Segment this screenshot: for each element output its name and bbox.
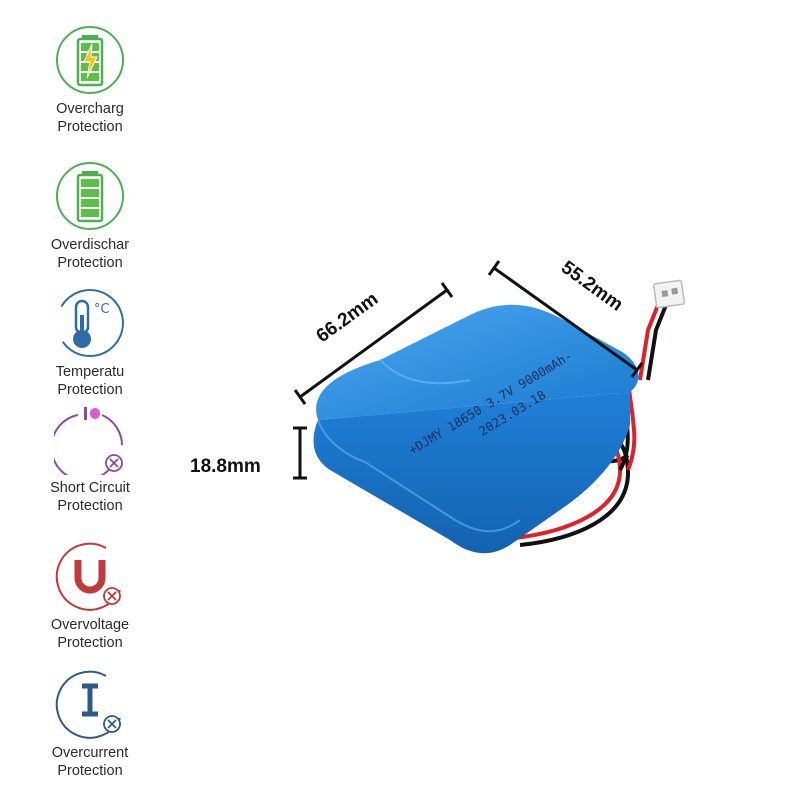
feature-overcharge: Overcharg Protection (30, 24, 150, 136)
battery-pack (313, 304, 639, 554)
height-label: 18.8mm (190, 456, 261, 477)
short-circuit-icon (54, 407, 123, 475)
feature-list: Overcharg Protection Overdischar Protect… (0, 0, 175, 800)
width-label: 55.2mm (557, 257, 627, 316)
temp-unit-label: °C (94, 302, 110, 317)
feature-short-circuit: Short Circuit Protection (30, 403, 150, 515)
length-label: 66.2mm (313, 288, 383, 347)
length-dimension (293, 282, 454, 405)
battery-wires (514, 299, 670, 547)
feature-label-line1: Overvoltage (50, 617, 130, 633)
feature-label-line2: Protection (57, 382, 123, 398)
connector-plug (652, 279, 686, 309)
feature-label-line1: Overcurrent (51, 745, 129, 761)
feature-label-line2: Protection (57, 255, 123, 271)
feature-overvoltage: Overvoltage Protection (30, 540, 150, 652)
feature-overcurrent: Overcurrent Protection (30, 668, 150, 780)
feature-label-line1: Overdischar (50, 237, 130, 253)
battery-bolt-icon (56, 26, 124, 94)
voltage-u-icon (55, 542, 121, 611)
battery-print-line2: 2023.03.18 (476, 387, 548, 439)
width-dimension (487, 260, 644, 378)
feature-temperature: °C Temperatu Protection (30, 287, 150, 399)
feature-label-line2: Protection (57, 498, 123, 514)
feature-label-line2: Protection (57, 119, 123, 135)
current-i-icon (55, 670, 121, 739)
feature-label-line2: Protection (57, 635, 123, 651)
battery-full-icon (56, 162, 124, 230)
feature-label-line2: Protection (57, 763, 123, 779)
feature-label-line1: Overcharg (56, 101, 124, 117)
feature-label-line1: Short Circuit (50, 480, 130, 496)
feature-label-line1: Temperatu (55, 364, 125, 380)
battery-print-line1: +DJMY 18650 3.7V 9000mAh- (406, 348, 575, 458)
height-dimension (293, 426, 307, 480)
thermometer-icon: °C (56, 289, 124, 358)
battery-print: +DJMY 18650 3.7V 9000mAh- 2023.03.18 (406, 348, 575, 458)
feature-overdischarge: Overdischar Protection (30, 160, 150, 272)
